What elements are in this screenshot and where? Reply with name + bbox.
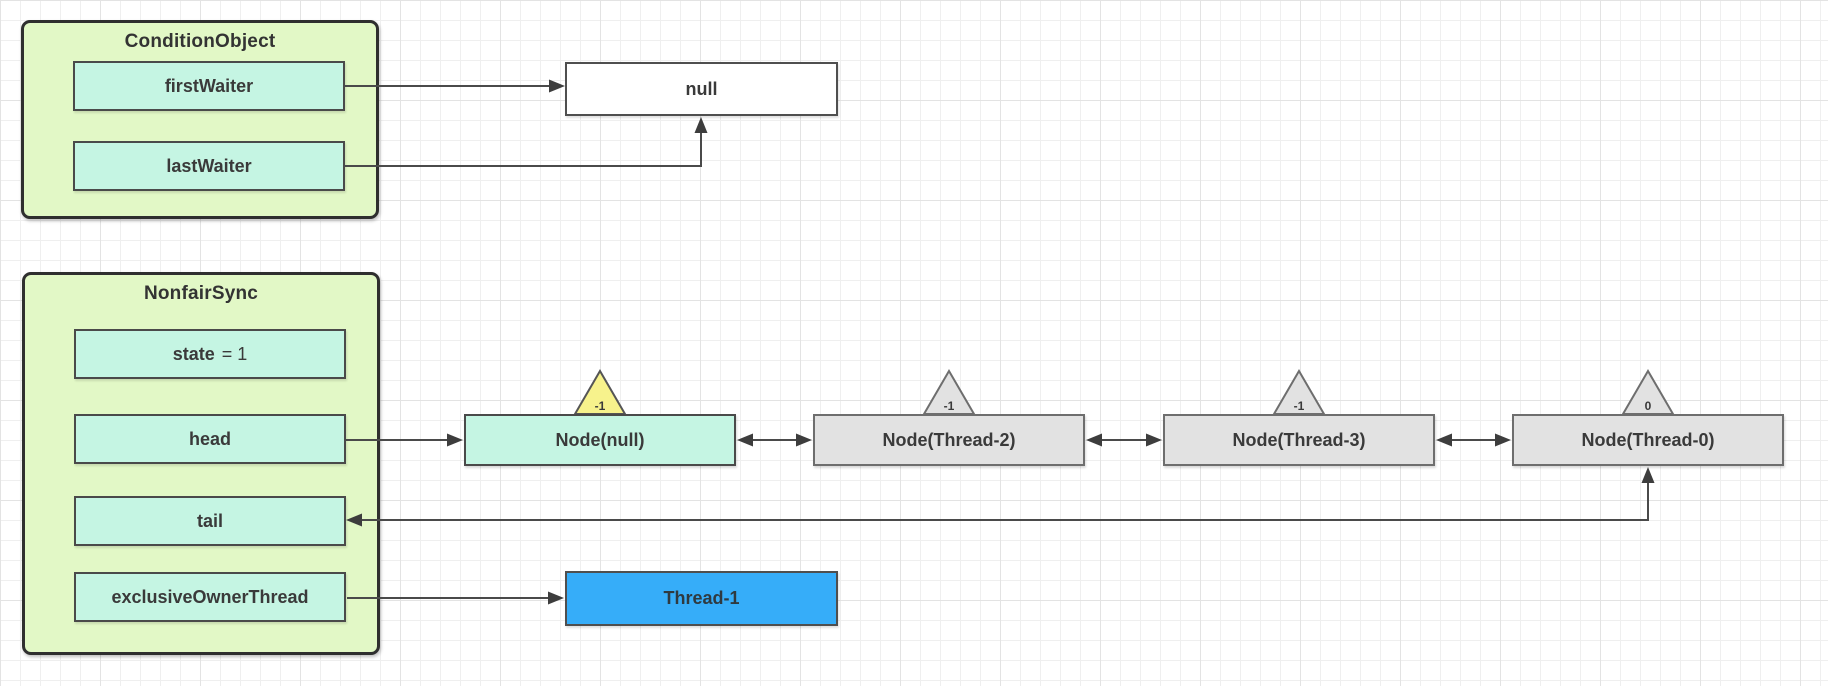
wait-status-value: -1	[594, 399, 606, 413]
field-head: head	[74, 414, 346, 464]
null-box: null	[565, 62, 838, 116]
null-box-label: null	[685, 78, 718, 99]
condition-object-title: ConditionObject	[124, 31, 276, 52]
field-exclusive-owner-thread: exclusiveOwnerThread	[74, 572, 346, 622]
queue-node-label: Node(null)	[555, 429, 645, 450]
nonfair-sync-title: NonfairSync	[143, 283, 259, 304]
owner-thread-label: Thread-1	[663, 588, 740, 608]
field-tail-label: tail	[196, 510, 223, 531]
queue-node-null: Node(null)	[464, 414, 736, 466]
field-last-waiter: lastWaiter	[73, 141, 345, 191]
wait-status-value: -1	[1293, 399, 1305, 413]
queue-node-thread-3: Node(Thread-3)	[1163, 414, 1435, 466]
arrow-node-null-to-node-thread-2	[737, 433, 812, 447]
wait-status-value: -1	[943, 399, 955, 413]
field-first-waiter: firstWaiter	[73, 61, 345, 111]
queue-node-label: Node(Thread-3)	[1232, 429, 1366, 450]
arrow-last-waiter-to-null	[345, 117, 708, 167]
field-state: state = 1	[74, 329, 346, 379]
queue-node-thread-2: Node(Thread-2)	[813, 414, 1085, 466]
field-state-value: = 1	[221, 343, 248, 364]
field-last-waiter-label: lastWaiter	[166, 155, 252, 176]
arrow-node-thread-2-to-node-thread-3	[1086, 433, 1162, 447]
queue-node-label: Node(Thread-2)	[882, 429, 1016, 450]
wait-status-triangle-node-thread-0: 0	[1620, 369, 1676, 416]
wait-status-value: 0	[1644, 399, 1652, 413]
arrow-node-thread-3-to-node-thread-0	[1436, 433, 1511, 447]
condition-object-container: ConditionObject firstWaiter lastWaiter	[21, 20, 379, 219]
wait-status-triangle-node-null: -1	[572, 369, 628, 416]
field-head-label: head	[188, 428, 231, 449]
field-state-name: state	[172, 343, 215, 364]
field-exclusive-owner-thread-label: exclusiveOwnerThread	[111, 586, 309, 607]
queue-node-thread-0: Node(Thread-0)	[1512, 414, 1784, 466]
queue-node-label: Node(Thread-0)	[1581, 429, 1715, 450]
field-tail: tail	[74, 496, 346, 546]
wait-status-triangle-node-thread-2: -1	[921, 369, 977, 416]
nonfair-sync-container: NonfairSync state = 1 head tail exclusiv…	[22, 272, 380, 655]
wait-status-triangle-node-thread-3: -1	[1271, 369, 1327, 416]
field-first-waiter-label: firstWaiter	[164, 75, 254, 96]
owner-thread-box: Thread-1	[565, 571, 838, 626]
arrow-tail-to-node-thread-0	[346, 467, 1655, 527]
